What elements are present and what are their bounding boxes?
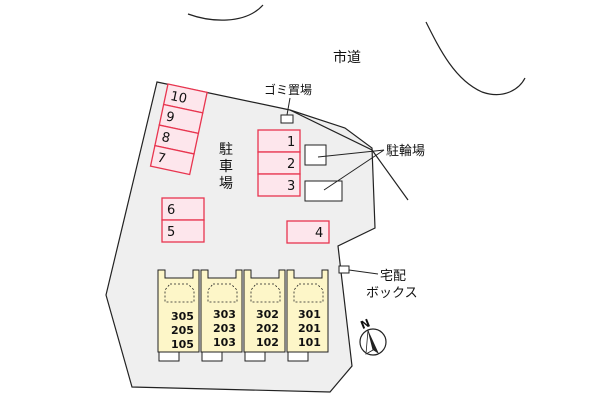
- road-label: 市道: [333, 49, 361, 66]
- delivery-label-1: 宅配: [380, 269, 406, 284]
- room-303: 303: [213, 308, 236, 321]
- room-101: 101: [298, 336, 321, 349]
- parking-label-num-3: 3: [287, 179, 295, 194]
- delivery-leader: [348, 269, 379, 275]
- north-pointer-shade-icon: [365, 329, 374, 355]
- parking-space-4: [286, 220, 330, 244]
- road-edge-left: [187, 4, 264, 21]
- parking-label-3: 場: [219, 176, 233, 192]
- building-row: 305 205 105 303 203 103 302 202 102 301 …: [157, 269, 329, 362]
- parking-space-7: [149, 144, 195, 176]
- north-label: N: [359, 317, 372, 333]
- delivery-label-2: ボックス: [366, 286, 418, 301]
- bicycle-leader-1: [317, 149, 385, 158]
- garbage-leader: [286, 97, 291, 116]
- building-unit-3: [243, 269, 286, 362]
- delivery-box: [338, 265, 350, 274]
- parking-label-2: 車: [219, 158, 233, 175]
- parking-space-5: [161, 219, 205, 243]
- garbage-station: [280, 114, 294, 124]
- room-201: 201: [298, 322, 321, 335]
- parking-label-6: 6: [167, 203, 175, 218]
- room-205: 205: [171, 324, 194, 337]
- room-103: 103: [213, 336, 236, 349]
- bicycle-parking-2: [304, 180, 343, 202]
- road-line: [289, 109, 409, 201]
- room-301: 301: [298, 308, 321, 321]
- building-unit-1: [157, 269, 200, 362]
- parking-label-7: 7: [156, 151, 167, 167]
- parking-space-3: [257, 173, 301, 197]
- bicycle-leader-2: [323, 149, 385, 191]
- room-105: 105: [171, 338, 194, 351]
- garbage-label: ゴミ置場: [264, 82, 312, 97]
- bicycle-label: 駐輪場: [386, 143, 425, 159]
- room-203: 203: [213, 322, 236, 335]
- building-unit-2: [200, 269, 243, 362]
- room-305: 305: [171, 310, 194, 323]
- parking-label-8: 8: [160, 130, 171, 146]
- bicycle-parking-1: [304, 144, 327, 166]
- parking-label-num-4: 4: [315, 226, 323, 241]
- room-202: 202: [256, 322, 279, 335]
- parking-label-5: 5: [167, 225, 175, 240]
- parking-block-left-top: 10 9 8 7: [149, 83, 208, 176]
- parking-label-1: 駐: [219, 142, 233, 158]
- parking-label-9: 9: [165, 109, 176, 125]
- parking-label-num-2: 2: [287, 157, 295, 172]
- parking-label-10: 10: [169, 89, 188, 107]
- north-arrow: N: [359, 317, 387, 356]
- building-unit-4: [286, 269, 329, 362]
- room-102: 102: [256, 336, 279, 349]
- room-302: 302: [256, 308, 279, 321]
- north-pointer-icon: [368, 330, 379, 354]
- road-edge-right: [425, 21, 526, 96]
- parking-label-num-1: 1: [287, 135, 295, 150]
